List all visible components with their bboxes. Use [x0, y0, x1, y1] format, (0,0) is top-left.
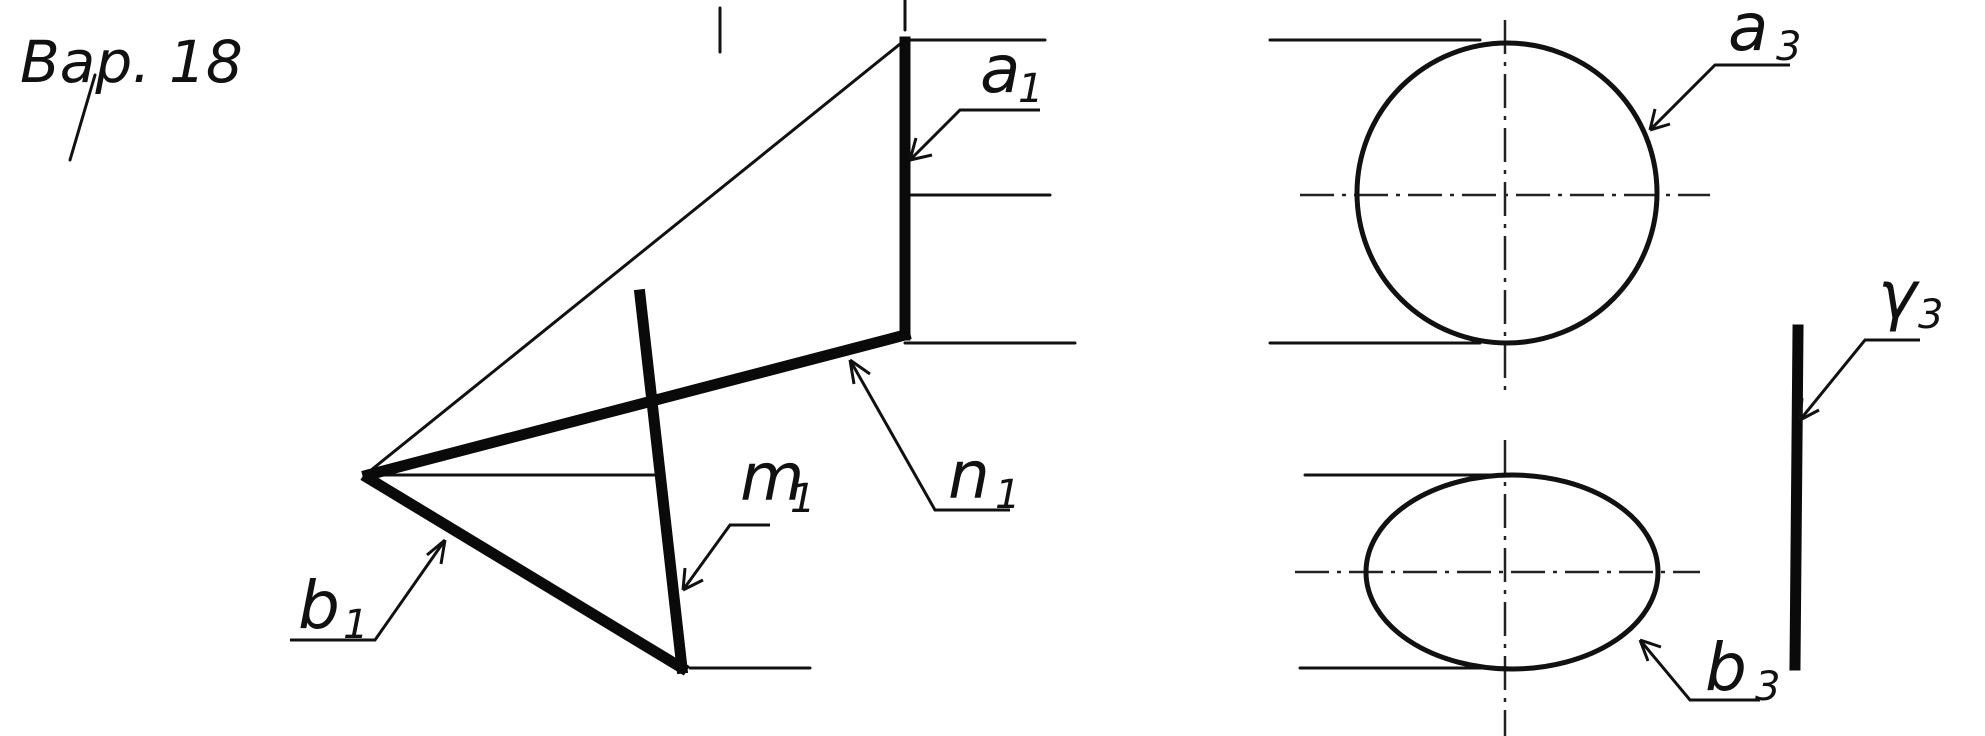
svg-text:3: 3	[1755, 664, 1780, 710]
label-gamma3: γ 3	[1878, 257, 1943, 338]
label-b1: b 1	[298, 567, 368, 648]
svg-text:b: b	[1705, 629, 1747, 706]
svg-text:1: 1	[790, 476, 815, 522]
line-n1	[361, 328, 912, 482]
title-stray-stroke	[68, 73, 97, 162]
leader-a1	[908, 108, 1040, 162]
svg-text:a: a	[1728, 0, 1768, 66]
ellipse-b3	[1363, 472, 1661, 672]
svg-text:n: n	[948, 437, 990, 514]
svg-text:1: 1	[995, 472, 1020, 518]
svg-text:3: 3	[1776, 24, 1801, 70]
line-m1	[633, 288, 689, 675]
label-b3: b 3	[1705, 629, 1780, 710]
circle-a3	[1354, 40, 1660, 346]
leader-n1	[848, 358, 1010, 512]
svg-text:b: b	[298, 567, 340, 644]
svg-text:1: 1	[1018, 66, 1043, 112]
leader-b3	[1638, 638, 1760, 702]
leader-b1	[290, 538, 447, 642]
triangle-thin-edge	[363, 38, 907, 477]
svg-text:3: 3	[1918, 292, 1943, 338]
label-m1: m 1	[740, 439, 815, 522]
leader-a3	[1648, 63, 1790, 132]
leader-gamma3	[1798, 338, 1920, 422]
svg-text:γ: γ	[1878, 257, 1920, 334]
label-a1: a 1	[980, 31, 1043, 112]
svg-text:1: 1	[343, 602, 368, 648]
variant-title: Вар. 18	[20, 28, 243, 96]
line-gamma3	[1789, 324, 1804, 671]
line-b1	[360, 470, 690, 676]
label-n1: n 1	[948, 437, 1020, 518]
label-a3: a 3	[1728, 0, 1801, 70]
svg-text:m: m	[740, 439, 804, 516]
leader-m1	[681, 523, 770, 592]
svg-text:a: a	[980, 31, 1020, 108]
